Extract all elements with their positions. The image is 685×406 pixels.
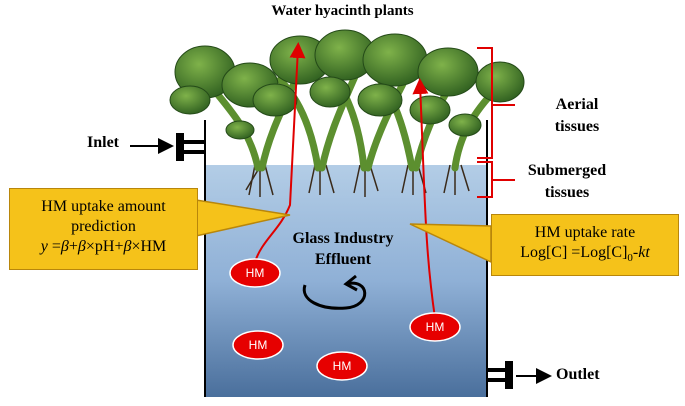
circulation-arrow-icon xyxy=(302,281,367,310)
plant-leaves xyxy=(169,29,525,140)
inlet-label: Inlet xyxy=(87,134,119,151)
svg-text:HM: HM xyxy=(426,320,445,334)
left-callout-line1: HM uptake amount xyxy=(41,198,166,215)
right-callout-box xyxy=(491,214,679,276)
aerial-label-line1: Aerial xyxy=(555,96,599,113)
right-callout-text: HM uptake rate Log[C] =Log[C]0-kt xyxy=(491,223,679,268)
aerial-label-line2: tissues xyxy=(554,118,600,135)
aerial-bracket xyxy=(477,47,493,159)
diagram-title: Water hyacinth plants xyxy=(271,3,414,19)
effluent-line1: Glass Industry xyxy=(292,230,394,247)
left-callout-text: HM uptake amount prediction y =β+β×pH+β×… xyxy=(9,197,198,257)
left-callout-formula: y =β+β×pH+β×HM xyxy=(40,238,167,255)
hm-particle: HM xyxy=(409,312,461,342)
submerged-tissues-label: Submerged tissues xyxy=(512,160,622,204)
outlet-label: Outlet xyxy=(556,366,600,383)
right-callout-formula: Log[C] =Log[C]0-kt xyxy=(520,244,650,265)
hm-particle: HM xyxy=(316,351,368,381)
effluent-label: Glass Industry Effluent xyxy=(268,228,418,270)
svg-text:HM: HM xyxy=(246,266,265,280)
svg-text:HM: HM xyxy=(249,338,268,352)
aerial-tissues-label: Aerial tissues xyxy=(527,94,627,138)
outlet-pipe-icon xyxy=(487,361,513,389)
uptake-arrows xyxy=(254,42,436,319)
circulation-arrowhead xyxy=(343,274,358,292)
uptake-arrow-left xyxy=(254,42,306,263)
svg-text:HM: HM xyxy=(333,359,352,373)
effluent-line2: Effluent xyxy=(315,251,371,268)
submerged-label-line1: Submerged xyxy=(527,162,607,179)
left-callout-box xyxy=(9,188,198,270)
right-callout-line1: HM uptake rate xyxy=(534,224,636,241)
submerged-label-line2: tissues xyxy=(544,184,590,201)
hm-particle: HM xyxy=(229,258,281,288)
uptake-arrow-right xyxy=(412,78,436,319)
hm-particle: HM xyxy=(232,330,284,360)
inlet-pipe-icon xyxy=(176,133,205,161)
left-callout-line2: prediction xyxy=(71,218,136,235)
